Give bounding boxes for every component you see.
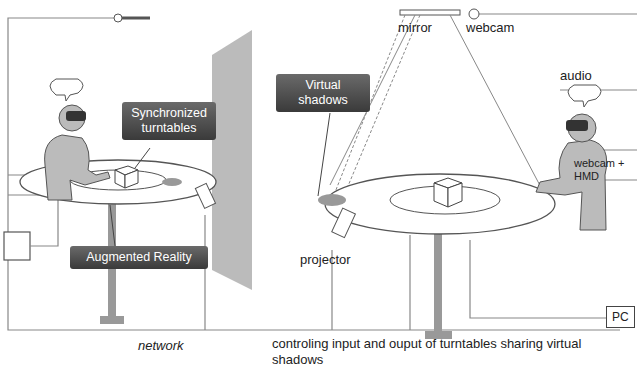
callout-box: Virtual shadows [276,74,370,112]
network-label: network [138,338,218,354]
projector-label: projector [300,252,380,268]
webcam-hmd-label: webcam + HMD [574,157,634,183]
node-text: Augmented Reality [78,250,200,265]
mirror-label: mirror [398,20,458,36]
node-text: Virtual shadows [284,78,362,108]
callout-box: Synchronized turntables [122,102,216,140]
callout-box: Augmented Reality [70,246,208,269]
node-text: Synchronized turntables [130,106,208,136]
note-text: controling input and ouput of turntables… [272,336,602,367]
webcam-label: webcam [466,20,526,36]
node-text: PC [612,310,629,324]
audio-label: audio [560,68,620,84]
pc-box: PC [606,306,635,328]
